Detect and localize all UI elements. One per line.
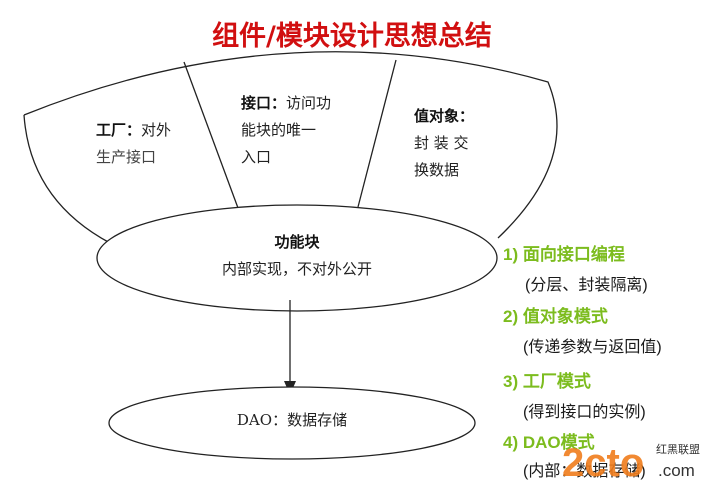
value-object-desc-line1: 封 装 交 [414,134,469,152]
interface-desc-line3: 入口 [241,148,272,166]
point-3-detail: (得到接口的实例) [523,404,646,421]
core-ellipse [96,204,498,312]
point-1-heading: 1) 面向接口编程 [503,245,625,264]
divider-left [183,61,239,209]
dao-section: DAO：数据存储 [172,407,412,434]
point-4-detail: (内部：数据存储) [523,463,646,480]
funnel-left-edge [23,114,111,244]
point-1: 1) 面向接口编程 (分层、封装隔离) [503,240,648,295]
factory-desc-line1: 对外 [141,121,172,139]
point-4-heading: 4) DAO模式 [503,433,595,452]
value-object-label: 值对象： [414,107,475,125]
divider-right [357,59,397,208]
core-section: 功能块 内部实现，不对外公开 [167,229,427,283]
page-title: 组件/模块设计思想总结 [212,21,492,52]
dao-ellipse [108,386,476,460]
point-2-heading: 2) 值对象模式 [503,307,608,326]
point-3: 3) 工厂模式 (得到接口的实例) [503,367,646,422]
watermark-domain: .com [658,461,695,480]
point-1-detail: (分层、封装隔离) [525,277,648,294]
interface-desc-line1: 访问功 [286,94,332,112]
factory-section: 工厂：对外 生产接口 [96,117,171,171]
watermark-brand: 2cto [562,441,644,484]
interface-section: 接口：访问功 能块的唯一 入口 [241,90,331,171]
dao-label: DAO：数据存储 [236,411,348,429]
point-2: 2) 值对象模式 (传递参数与返回值) [503,302,662,357]
point-3-heading: 3) 工厂模式 [503,372,591,391]
factory-desc-line2: 生产接口 [96,148,157,166]
funnel-outline [23,51,558,239]
point-4: 4) DAO模式 (内部：数据存储) [503,428,646,481]
value-object-section: 值对象： 封 装 交 换数据 [414,103,474,184]
point-2-detail: (传递参数与返回值) [523,339,662,356]
interface-label: 接口： [241,94,287,112]
watermark-logo: 2cto 红黑联盟 .com [562,441,700,484]
factory-label: 工厂： [96,121,142,139]
core-label: 功能块 [274,233,320,251]
watermark-sub: 红黑联盟 [656,443,700,456]
interface-desc-line2: 能块的唯一 [241,121,317,139]
core-desc: 内部实现，不对外公开 [221,260,372,278]
value-object-desc-line2: 换数据 [414,161,460,179]
